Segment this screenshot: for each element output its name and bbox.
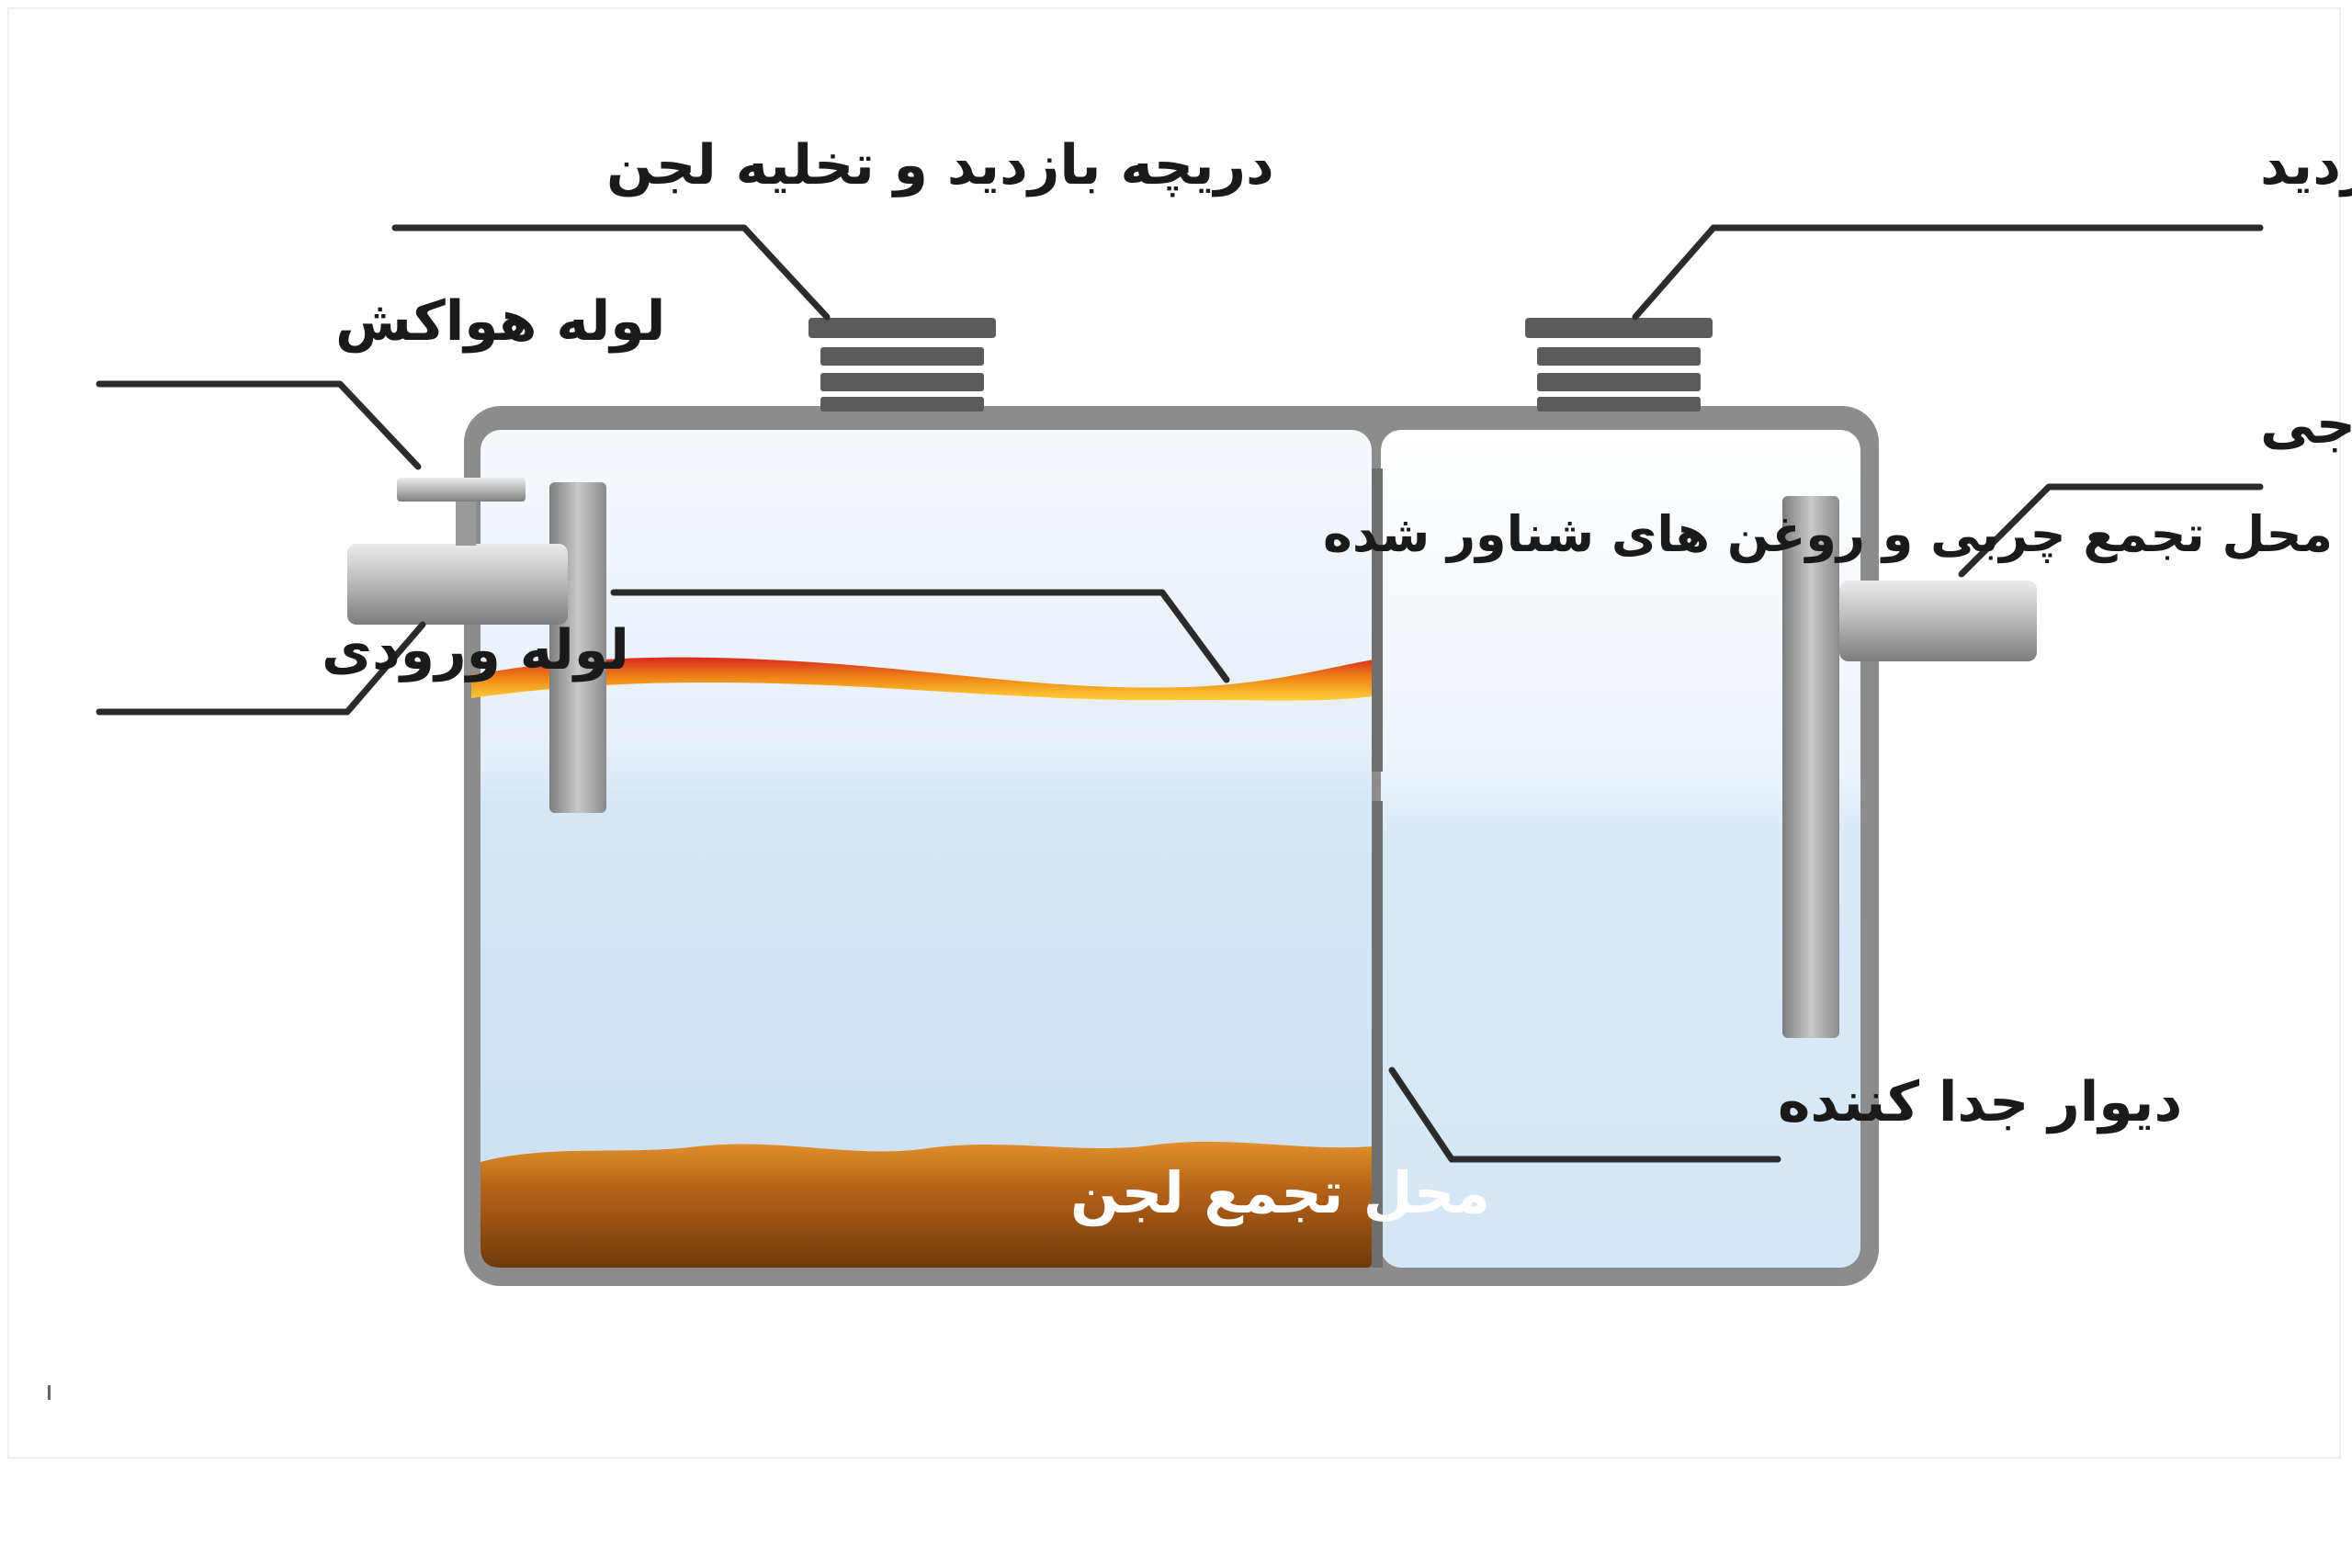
leader-vent-pipe [96, 380, 422, 470]
leader-sludge-hatch [391, 224, 831, 321]
outlet-baffle [1782, 496, 1839, 1038]
label-inlet-pipe: لوله ورودی [322, 618, 629, 682]
inspection-hatch [1525, 318, 1713, 412]
outlet-pipe [1839, 581, 2037, 661]
leader-grease-zone [610, 589, 1230, 683]
partition-wall-upper [1372, 468, 1383, 772]
left-chamber-water [481, 430, 1372, 1268]
grease-layer [471, 657, 1374, 701]
leader-partition-wall [1388, 1066, 1781, 1163]
label-partition-wall: دیوار جدا کننده [1778, 1070, 2182, 1134]
right-chamber-water [1381, 430, 1860, 1268]
inlet-pipe [347, 544, 568, 625]
sludge-inspection-hatch [808, 318, 996, 412]
partition-wall-lower [1372, 801, 1383, 1268]
label-inspection-hatch: دریچه بازدید [2260, 133, 2352, 197]
label-grease-zone: محل تجمع چربی و روغن های شناور شده [1323, 505, 2333, 563]
leader-lines [96, 224, 2264, 1163]
leader-outlet-pipe [1958, 483, 2264, 578]
sludge-layer [481, 1141, 1372, 1268]
corner-mark [48, 1385, 51, 1400]
leader-inspection-hatch [1632, 224, 2264, 321]
label-sludge-zone: محل تجمع لجن [1070, 1159, 1490, 1226]
vent-pipe-stem [456, 496, 476, 546]
label-vent-pipe: لوله هواکش [335, 289, 665, 354]
diagram-frame [7, 7, 2341, 1459]
vent-pipe-cap [397, 478, 526, 502]
tank [464, 406, 1879, 1286]
label-outlet-pipe: لوله خروجی [2260, 392, 2352, 457]
label-inspection-sludge-hatch: دریچه بازدید و تخلیه لجن [606, 133, 1274, 197]
leader-inlet-pipe [96, 621, 426, 716]
